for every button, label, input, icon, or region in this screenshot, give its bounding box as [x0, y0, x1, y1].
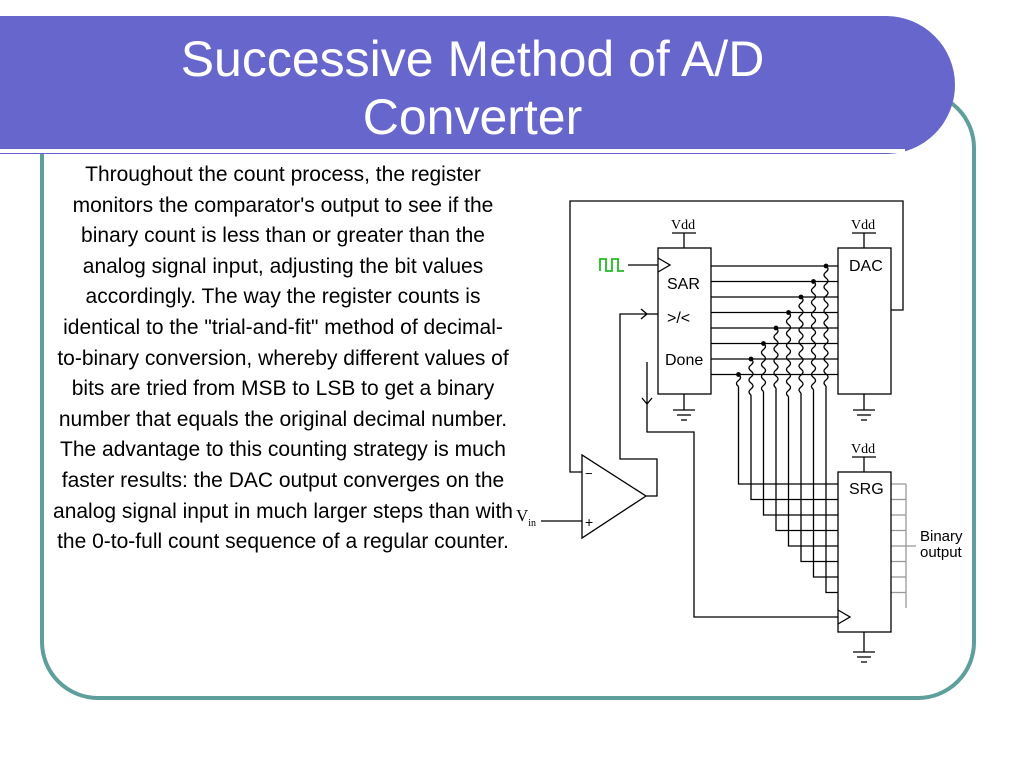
body-text: Throughout the count process, the regist…	[53, 163, 513, 554]
comparator-plus: +	[585, 514, 593, 530]
vdd-label-dac: Vdd	[851, 218, 875, 233]
sar-adc-diagram: SAR >/< Done DAC SRG − + Vin Vdd Vdd Vdd…	[516, 200, 967, 663]
sar-block	[657, 247, 712, 395]
content-frame	[40, 90, 976, 700]
vdd-label-sar: Vdd	[671, 218, 695, 233]
comparator-minus: −	[585, 466, 593, 481]
binary-output-label: Binary output	[920, 528, 967, 561]
vin-label: Vin	[516, 506, 536, 529]
title-underline	[0, 149, 905, 153]
srg-clock-triangle	[837, 609, 852, 625]
comparator	[581, 453, 648, 540]
title-line-2: Converter	[362, 89, 583, 145]
binary-label-line1: Binary	[920, 528, 963, 545]
sar-label: SAR	[667, 276, 700, 293]
vdd-label-srg: Vdd	[851, 442, 875, 457]
done-label: Done	[665, 352, 703, 369]
binary-label-line2: output	[920, 544, 963, 561]
compare-label: >/<	[667, 310, 690, 327]
sar-clock-triangle	[657, 257, 672, 273]
bracket-ticks	[891, 483, 916, 608]
dac-block	[837, 247, 892, 395]
srg-block	[837, 471, 892, 633]
title-line-1: Successive Method of A/D	[180, 31, 765, 87]
title-bar: Successive Method of A/D Converter	[0, 16, 955, 154]
srg-label: SRG	[849, 481, 884, 498]
dac-label: DAC	[849, 258, 883, 275]
junction-dots	[736, 263, 829, 377]
slide-title: Successive Method of A/D Converter	[0, 30, 945, 146]
clock-signal-icon	[599, 258, 624, 272]
